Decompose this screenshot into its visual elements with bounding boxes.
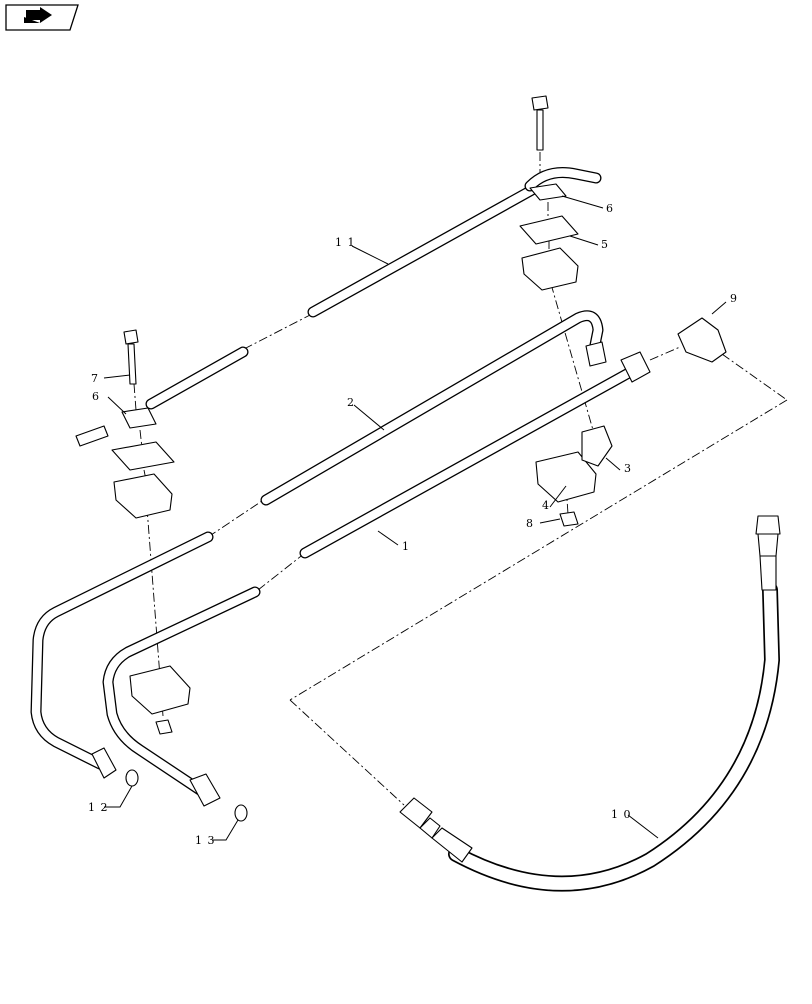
tube-nut-lower [91, 747, 221, 807]
clamp-plate-6-left [121, 407, 157, 429]
clamp-block-top [521, 247, 579, 291]
callout-11[interactable]: 1 1 [335, 236, 356, 249]
callout-7[interactable]: 7 [91, 372, 99, 385]
nut-lower [155, 719, 173, 735]
bolt-left [123, 329, 139, 385]
clamp-block-left [113, 473, 173, 519]
callout-6-top[interactable]: 6 [606, 202, 614, 215]
callout-5[interactable]: 5 [601, 238, 609, 251]
o-ring-12 [125, 769, 139, 787]
callout-13[interactable]: 1 3 [195, 834, 216, 847]
callout-1[interactable]: 1 [402, 540, 410, 553]
callout-9[interactable]: 9 [730, 292, 738, 305]
center-lines [133, 152, 788, 806]
callout-4[interactable]: 4 [542, 499, 550, 512]
callout-8[interactable]: 8 [526, 517, 534, 530]
clamp-plate-6-top [529, 183, 567, 201]
tube-1 [102, 364, 640, 796]
hose-10 [399, 515, 781, 892]
clamp-plate-5-top [519, 215, 579, 245]
bolt-top-right [531, 95, 549, 151]
elbow-fitting-3 [581, 425, 613, 467]
nav-button[interactable] [5, 4, 79, 31]
o-ring-13 [234, 804, 248, 822]
tube-2 [30, 310, 604, 770]
tube-11 [145, 184, 538, 410]
callout-6-left[interactable]: 6 [92, 390, 100, 403]
callout-2[interactable]: 2 [347, 396, 355, 409]
callout-10[interactable]: 1 0 [611, 808, 632, 821]
nut-8 [559, 511, 579, 527]
tube-nut-upper [585, 341, 651, 383]
short-pipe-left [75, 425, 109, 447]
callout-labels: 1 1 2 1 3 4 5 6 6 7 8 9 1 0 1 2 1 3 [88, 202, 738, 847]
elbow-fitting-9 [677, 317, 727, 363]
arrow-right-icon [24, 7, 52, 23]
clamp-block-4 [535, 451, 597, 503]
clamp-block-lower [129, 665, 191, 715]
leader-lines [103, 195, 727, 841]
bent-pipe [524, 167, 602, 192]
clamp-plate-left [111, 441, 175, 471]
callout-3[interactable]: 3 [624, 462, 632, 475]
callout-12[interactable]: 1 2 [88, 801, 109, 814]
